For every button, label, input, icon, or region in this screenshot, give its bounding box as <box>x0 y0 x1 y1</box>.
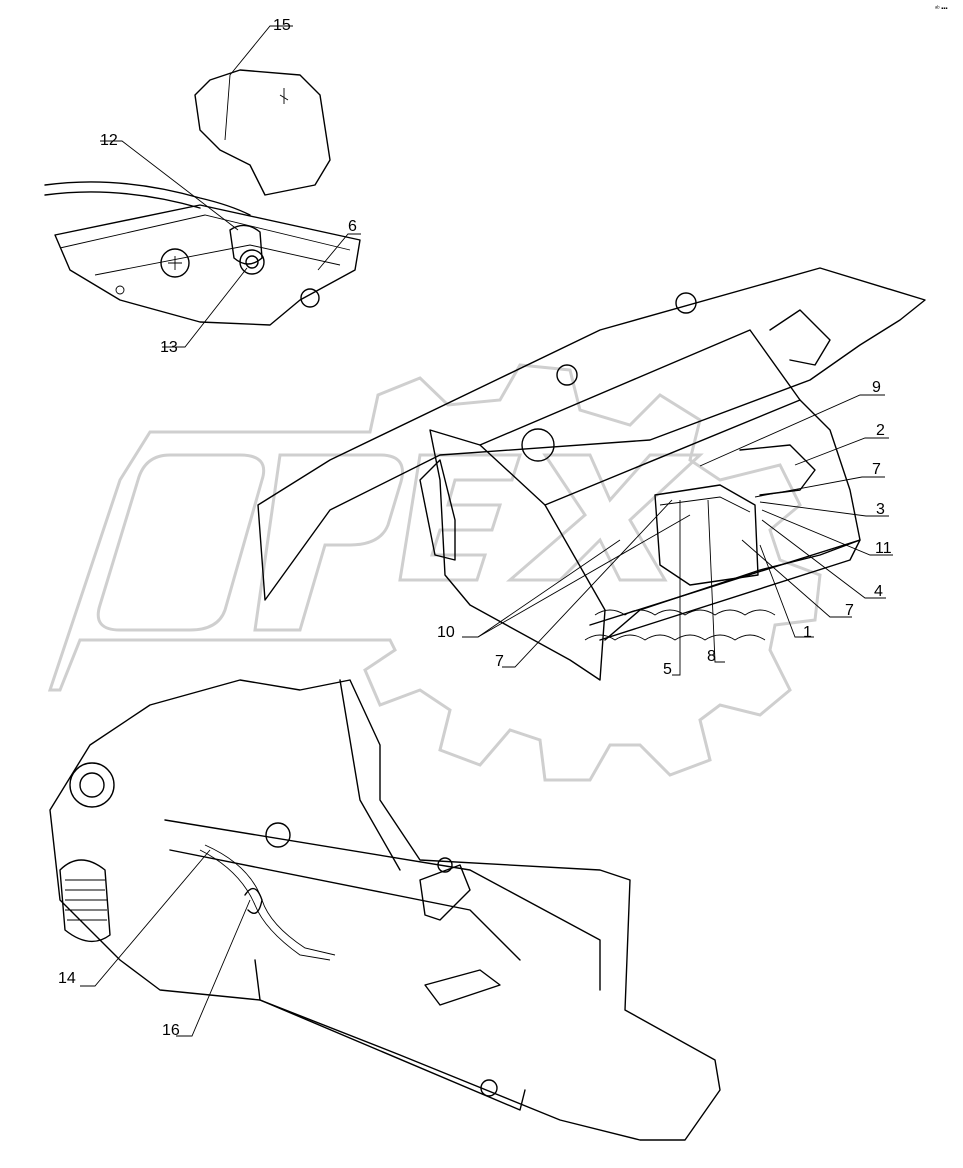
callout-15: 15 <box>273 17 291 34</box>
callout-13: 13 <box>160 339 178 356</box>
callout-1: 1 <box>803 624 812 641</box>
callout-3: 3 <box>876 501 885 518</box>
opex-watermark <box>47 363 822 782</box>
callout-8: 8 <box>707 648 716 665</box>
detail-view-top <box>44 69 361 326</box>
callout-14: 14 <box>58 970 76 987</box>
callout-10: 10 <box>437 624 455 641</box>
callout-11: 11 <box>875 540 892 557</box>
callout-4: 4 <box>874 583 883 600</box>
callout-9: 9 <box>872 379 881 396</box>
leader-lines <box>80 25 893 1037</box>
callout-16: 16 <box>162 1022 180 1039</box>
callout-12: 12 <box>100 132 118 149</box>
callout-2: 2 <box>876 422 885 439</box>
battery-assembly-view <box>257 267 926 681</box>
callout-5: 5 <box>663 661 672 678</box>
callout-labels: 15 12 6 13 9 2 7 3 11 4 7 1 8 5 10 7 14 … <box>58 17 892 1039</box>
lower-frame-view <box>49 679 721 1141</box>
callout-7c: 7 <box>495 653 504 670</box>
corner-mark: ᵃᵇ ▪▪▪ <box>935 5 948 12</box>
callout-7b: 7 <box>845 602 854 619</box>
callout-6: 6 <box>348 218 357 235</box>
callout-7a: 7 <box>872 461 881 478</box>
